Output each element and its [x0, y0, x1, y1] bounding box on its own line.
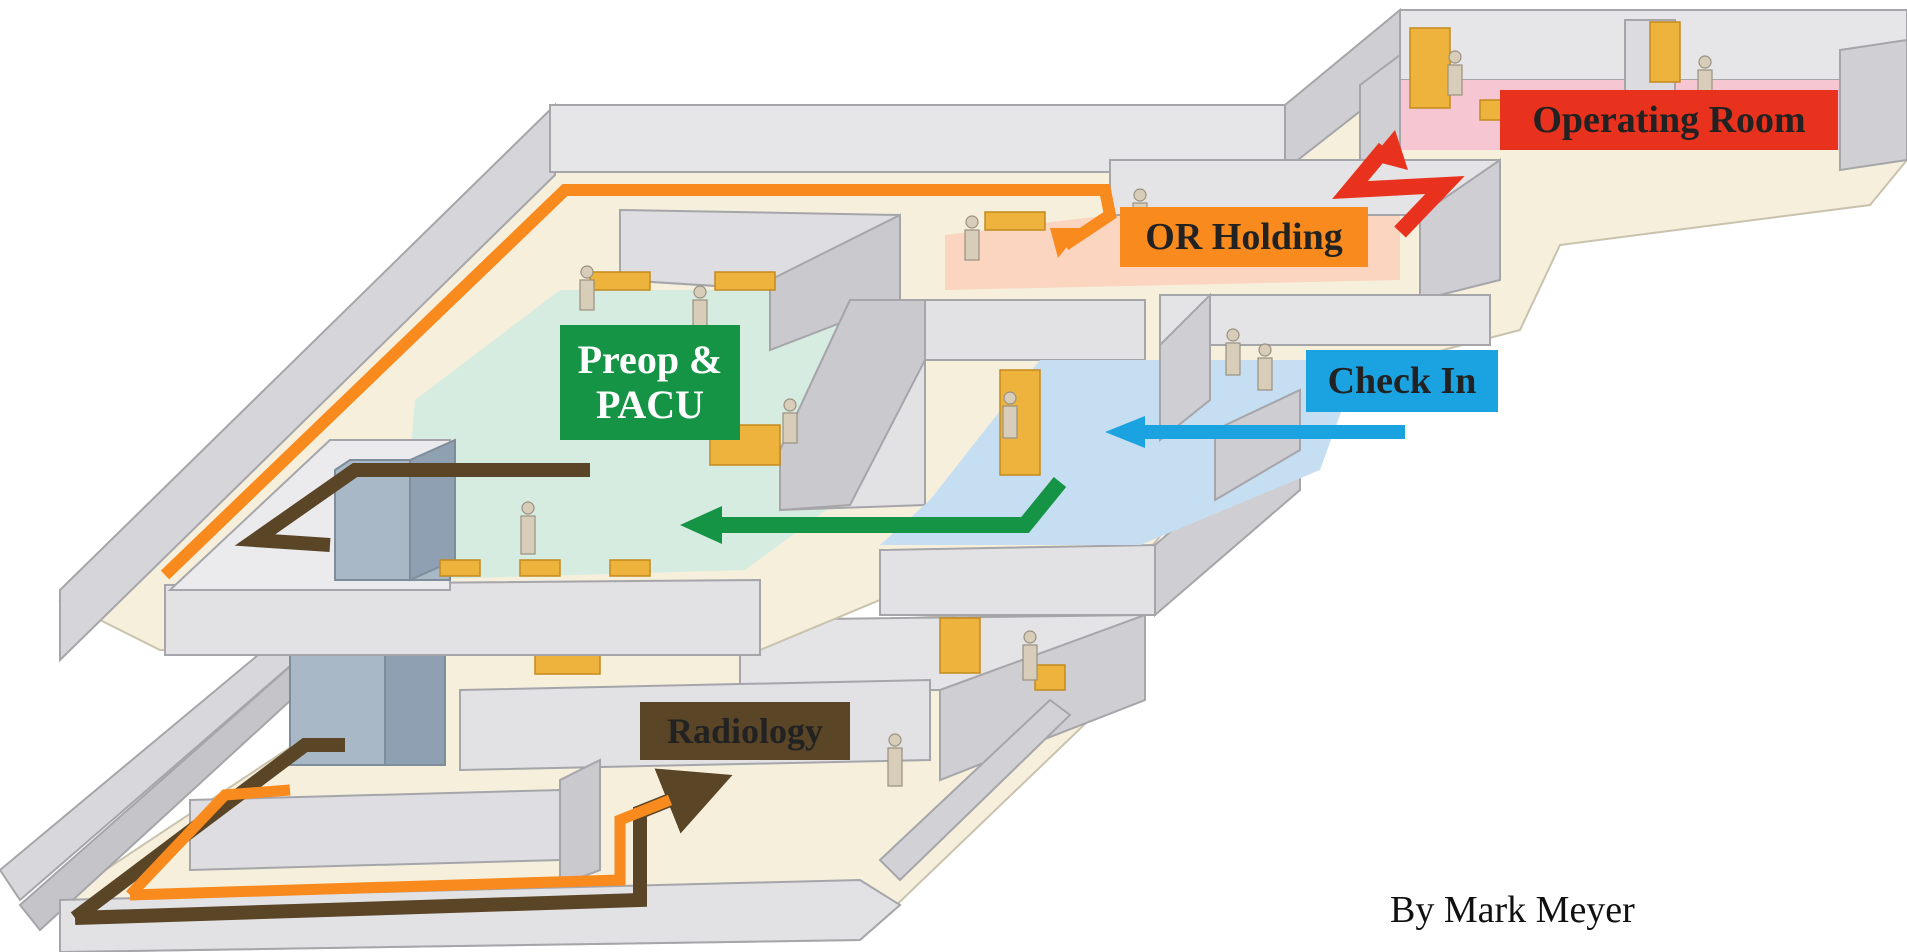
person-icon	[1023, 630, 1037, 644]
person-icon	[579, 279, 595, 311]
preop-bed	[519, 559, 561, 577]
person-icon	[520, 515, 536, 555]
preop-label-box	[560, 325, 740, 440]
radiology-label-box	[640, 702, 850, 760]
operating-room-label-box	[1500, 90, 1838, 150]
or-arrow	[1332, 142, 1465, 238]
person-icon	[1448, 50, 1462, 64]
person-icon	[1447, 64, 1463, 96]
preop-bed	[439, 559, 481, 577]
or-cabinet	[1409, 27, 1451, 109]
upper-front-wall	[164, 578, 761, 656]
lower-floor-inner-wall	[189, 788, 561, 872]
or-return-path	[160, 184, 1117, 580]
preop-desk	[709, 424, 781, 466]
lower-floor-right-front-wall	[878, 698, 1072, 882]
person-icon	[1003, 391, 1017, 405]
check-in-label-box	[1306, 350, 1498, 412]
preop-pacu-label: Preop & PACU	[560, 325, 740, 440]
upper-paths	[160, 130, 1465, 580]
lower-paths	[70, 738, 733, 925]
or-holding-label-box	[1120, 207, 1368, 267]
lower-floor-right-wall	[939, 613, 1146, 782]
person-icon	[1698, 55, 1712, 69]
or-holding-label: OR Holding	[1145, 215, 1343, 258]
preop-arrow-head	[680, 506, 722, 544]
elevator-door	[384, 654, 446, 766]
operating-room-label: Operating Room	[1532, 98, 1806, 141]
person-icon	[1258, 343, 1272, 357]
author-credit: By Mark Meyer	[1390, 889, 1635, 931]
person-icon	[693, 285, 707, 299]
person-icon	[783, 398, 797, 412]
person-icon	[1257, 357, 1273, 391]
central-wall-side	[779, 299, 926, 512]
person-icon	[1002, 405, 1018, 439]
person-icon	[782, 412, 798, 444]
person-icon	[1133, 188, 1147, 202]
upper-left-outer-wall	[59, 102, 556, 663]
radiology-label: Radiology	[666, 710, 824, 751]
person-icon	[888, 733, 902, 747]
or-transfer-path	[126, 784, 291, 899]
radiology-upper-path	[234, 463, 590, 552]
lower-cabinet	[939, 617, 981, 674]
check-in-floor	[880, 360, 1360, 545]
people	[520, 50, 1713, 787]
or-arrow-head	[1370, 130, 1408, 170]
lower-floor-radiology-wall	[559, 758, 601, 887]
check-in-arrow-head	[1105, 416, 1145, 448]
upper-floor	[58, 7, 1907, 787]
or-right-wall	[1839, 38, 1907, 172]
person-icon	[965, 215, 979, 229]
check-in-entry-wall	[1214, 388, 1301, 502]
preop-pacu-label-line-1: Preop &	[577, 336, 723, 382]
preop-bed	[714, 271, 776, 291]
check-in-label: Check In	[1327, 359, 1477, 402]
or-holding-side-wall	[1419, 158, 1501, 302]
preop-bed	[589, 271, 651, 291]
preop-arrow	[720, 476, 1067, 533]
or-cabinet	[1649, 21, 1681, 83]
check-in-side-wall	[1159, 292, 1211, 443]
person-icon	[1225, 342, 1241, 376]
preop-pacu-label-line-2: PACU	[595, 381, 705, 427]
preop-bed	[609, 559, 651, 577]
person-icon	[521, 501, 535, 515]
lower-floor-bottom-wall	[59, 878, 902, 952]
person-icon	[1226, 328, 1240, 342]
person-icon	[964, 229, 980, 261]
or-transfer-path	[129, 794, 673, 901]
person-icon	[1022, 644, 1038, 681]
person-icon	[887, 747, 903, 787]
upper-front-right-wall	[879, 543, 1156, 616]
lower-cabinet	[1034, 664, 1066, 691]
or-return-arrow-head	[1050, 228, 1082, 258]
radiology-path	[70, 738, 345, 924]
holding-bed	[984, 211, 1046, 231]
person-icon	[580, 265, 594, 279]
upper-elevator-side	[409, 438, 456, 582]
check-in-back-wall	[1159, 294, 1491, 346]
